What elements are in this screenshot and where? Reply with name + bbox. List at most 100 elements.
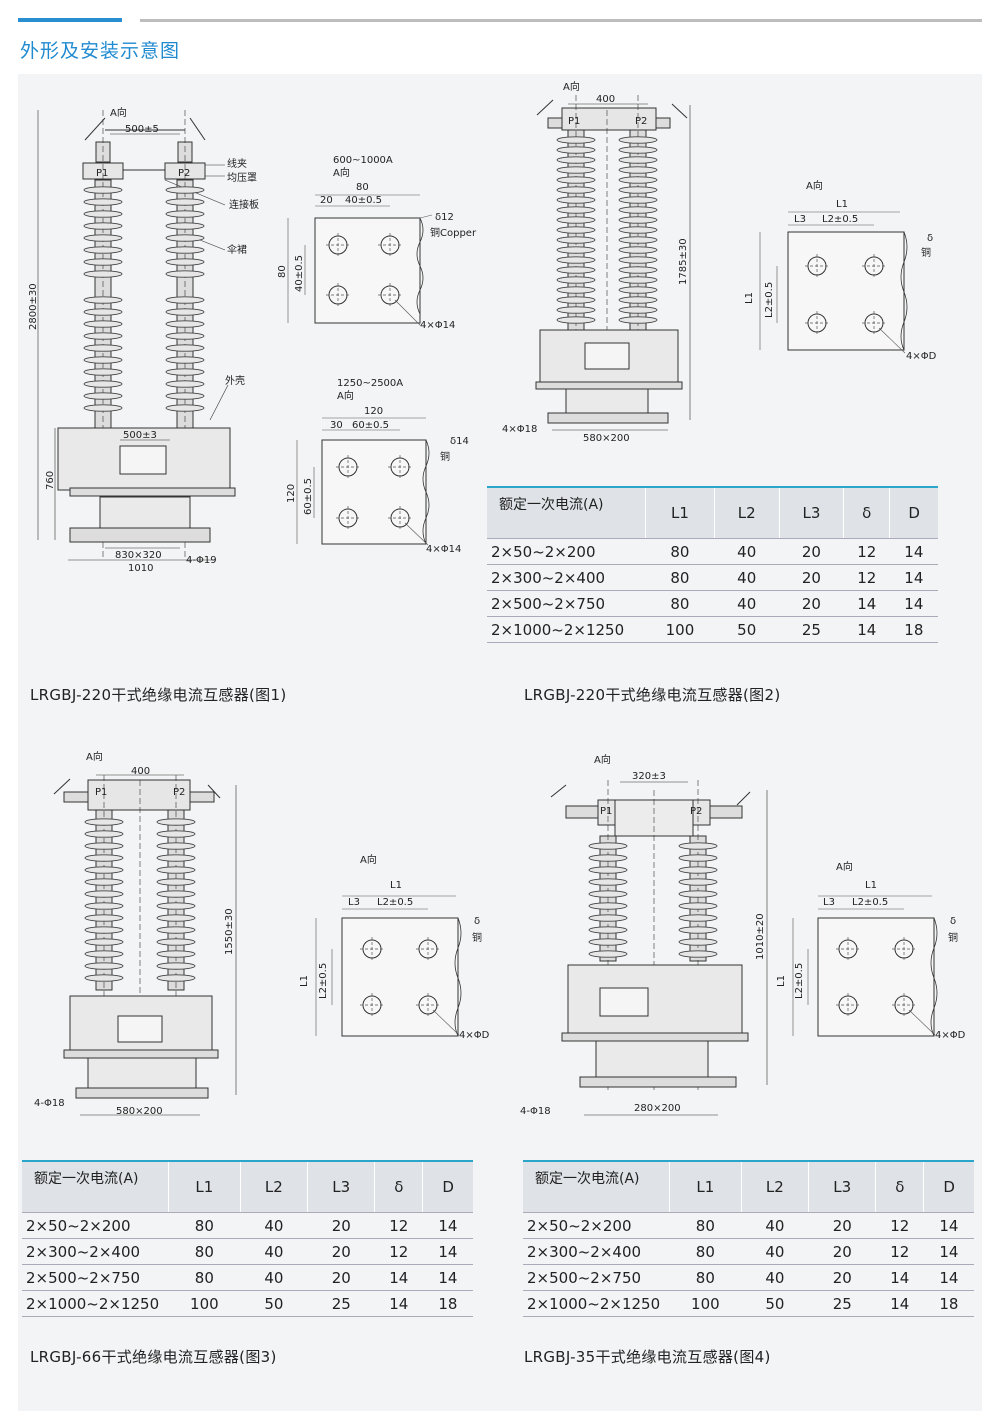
detailA-c2: 40±0.5 xyxy=(345,195,382,206)
flange1-l1: L1 xyxy=(836,199,848,210)
cell: 40 xyxy=(741,1212,809,1239)
detailA-hv: 40±0.5 xyxy=(294,255,305,292)
fig3-dim-top: 400 xyxy=(131,766,150,777)
cell: 100 xyxy=(669,1290,742,1317)
fig3-dim-holes: 4-Φ18 xyxy=(34,1098,65,1109)
flange3-l2v: L2±0.5 xyxy=(794,963,805,999)
fig3-p1: P1 xyxy=(95,787,107,798)
fig2-a-dir: A向 xyxy=(563,80,580,93)
cell: 50 xyxy=(714,616,780,643)
cell: 14 xyxy=(374,1264,423,1291)
cell: 2×500~2×750 xyxy=(487,590,646,617)
cell: 2×300~2×400 xyxy=(22,1238,169,1265)
detailB-copper: 铜 xyxy=(440,451,450,463)
spec-table-header: 额定一次电流(A) L1 L2 L3 δ D xyxy=(487,486,938,539)
detailA-copper: 铜Copper xyxy=(430,227,477,239)
fig4-p2: P2 xyxy=(690,806,702,817)
fig2-dim-top: 400 xyxy=(596,94,615,105)
cell: 2×1000~2×1250 xyxy=(487,616,646,643)
cell: 40 xyxy=(741,1264,809,1291)
detailA-w: 80 xyxy=(356,182,369,193)
detailB-hv: 60±0.5 xyxy=(303,478,314,515)
flange3-copper: 铜 xyxy=(948,932,958,944)
cell: 40 xyxy=(714,564,780,591)
detailB-labels: 1250~2500A A向 120 30 60±0.5 δ14 铜 120 60… xyxy=(286,378,469,555)
fig1-lbl-plate: 连接板 xyxy=(229,198,259,211)
fig2-dim-base: 580×200 xyxy=(583,433,630,444)
cell: 12 xyxy=(843,538,890,565)
flange1-holes: 4×ΦD xyxy=(906,351,937,362)
cell: 80 xyxy=(168,1238,241,1265)
cell: 80 xyxy=(645,590,715,617)
col-l3: L3 xyxy=(307,1160,375,1213)
fig2-p1: P1 xyxy=(568,116,580,127)
fig2-dim-height: 1785±30 xyxy=(678,238,689,285)
fig3-caption: LRGBJ-66干式绝缘电流互感器(图3) xyxy=(30,1348,277,1366)
fig1-lbl-shell: 外壳 xyxy=(225,374,245,387)
cell: 25 xyxy=(808,1290,876,1317)
cell: 40 xyxy=(240,1238,308,1265)
fig2-dim-holes: 4×Φ18 xyxy=(502,424,537,435)
fig4-dim-top: 320±3 xyxy=(632,771,666,782)
cell: 14 xyxy=(889,590,938,617)
cell: 2×50~2×200 xyxy=(22,1212,169,1239)
cell: 100 xyxy=(168,1290,241,1317)
flange3-l2: L2±0.5 xyxy=(852,897,888,908)
cell: 14 xyxy=(422,1212,473,1239)
cell: 2×50~2×200 xyxy=(487,538,646,565)
cell: 12 xyxy=(374,1238,423,1265)
fig3-p2: P2 xyxy=(173,787,185,798)
cell: 14 xyxy=(875,1264,924,1291)
detailA-holes: 4×Φ14 xyxy=(420,320,455,331)
cell: 18 xyxy=(889,616,938,643)
col-current: 额定一次电流(A) xyxy=(487,486,646,539)
fig1-dim-height: 2800±30 xyxy=(28,283,39,330)
flange3-l3: L3 xyxy=(823,897,835,908)
col-l2: L2 xyxy=(713,486,780,539)
fig1-dim-mid: 500±3 xyxy=(123,430,157,441)
flange1-l2v: L2±0.5 xyxy=(764,282,775,318)
flange2-copper: 铜 xyxy=(472,932,482,944)
cell: 2×300~2×400 xyxy=(487,564,646,591)
spec-table-header: 额定一次电流(A) L1 L2 L3 δ D xyxy=(523,1160,974,1213)
flange2-l2: L2±0.5 xyxy=(377,897,413,908)
cell: 20 xyxy=(307,1238,375,1265)
fig3-dim-base: 580×200 xyxy=(116,1106,163,1117)
detailA-drawing xyxy=(287,194,433,326)
flange2-l3: L3 xyxy=(348,897,360,908)
cell: 50 xyxy=(741,1290,809,1317)
col-l1: L1 xyxy=(669,1160,742,1213)
detailB-h: 120 xyxy=(286,484,297,503)
flange-detail-2: A向 L1 L3 L2±0.5 δ 铜 L1 L2±0.5 4×ΦD xyxy=(299,853,490,1041)
flange2-l1: L1 xyxy=(390,880,402,891)
col-l1: L1 xyxy=(645,486,715,539)
fig1-p1: P1 xyxy=(96,168,108,179)
cell: 20 xyxy=(307,1212,375,1239)
fig2-caption: LRGBJ-220干式绝缘电流互感器(图2) xyxy=(524,686,781,704)
cell: 100 xyxy=(645,616,715,643)
cell: 80 xyxy=(645,538,715,565)
col-current: 额定一次电流(A) xyxy=(22,1160,169,1213)
page-title: 外形及安装示意图 xyxy=(20,40,181,62)
cell: 14 xyxy=(422,1238,473,1265)
fig4-caption: LRGBJ-35干式绝缘电流互感器(图4) xyxy=(524,1348,771,1366)
cell: 40 xyxy=(240,1264,308,1291)
cell: 14 xyxy=(889,564,938,591)
fig1-caption: LRGBJ-220干式绝缘电流互感器(图1) xyxy=(30,686,287,704)
cell: 2×1000~2×1250 xyxy=(22,1290,169,1317)
cell: 20 xyxy=(779,590,844,617)
cell: 14 xyxy=(843,590,890,617)
detailA-a-dir: A向 xyxy=(333,166,350,179)
cell: 12 xyxy=(374,1212,423,1239)
flange2-delta: δ xyxy=(474,916,480,927)
flange1-l1v: L1 xyxy=(744,292,755,304)
